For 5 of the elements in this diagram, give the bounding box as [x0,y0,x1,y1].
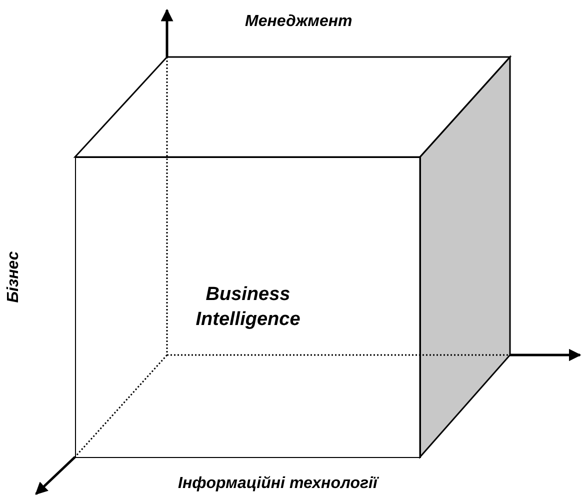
axis-label: Інформаційні технології [178,475,378,493]
cube-label: Business Intelligence [194,282,302,332]
axis-label: Менеджмент [245,13,352,31]
axis-label: Бізнес [4,251,23,303]
cube-front-face [75,157,421,458]
